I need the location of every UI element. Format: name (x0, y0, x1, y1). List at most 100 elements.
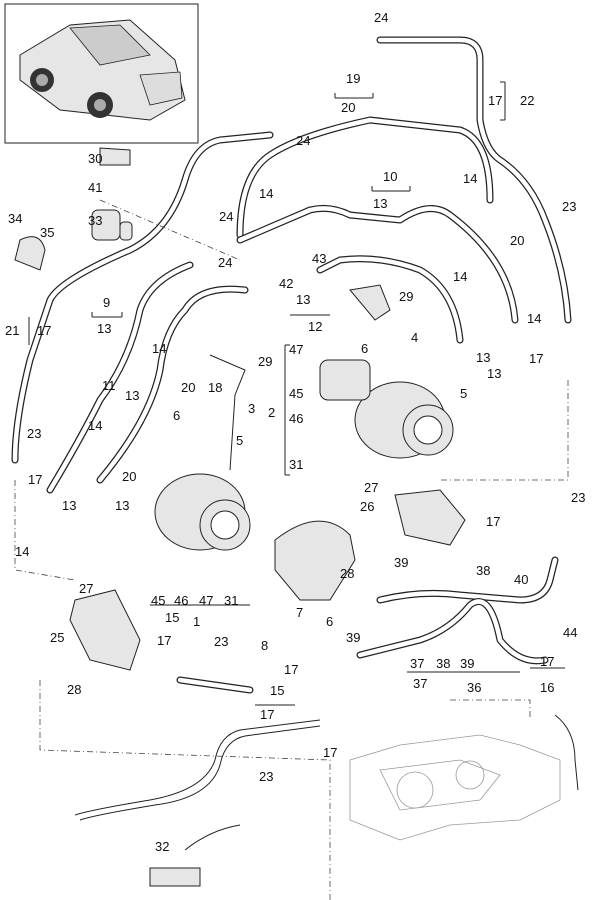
callout-47: 47 (199, 593, 213, 608)
callout-25: 25 (50, 630, 64, 645)
callout-27: 27 (79, 581, 93, 596)
callout-27: 27 (364, 480, 378, 495)
callout-22: 22 (520, 93, 534, 108)
hoses (11, 36, 579, 851)
callout-17: 17 (529, 351, 543, 366)
callout-17: 17 (260, 707, 274, 722)
callout-20: 20 (341, 100, 355, 115)
callout-5: 5 (460, 386, 467, 401)
callout-23: 23 (571, 490, 585, 505)
callout-13: 13 (487, 366, 501, 381)
callout-4: 4 (411, 330, 418, 345)
callout-45: 45 (289, 386, 303, 401)
callout-38: 38 (476, 563, 490, 578)
callout-6: 6 (173, 408, 180, 423)
callout-42: 42 (279, 276, 293, 291)
callout-17: 17 (486, 514, 500, 529)
callout-14: 14 (463, 171, 477, 186)
callout-12: 12 (308, 319, 322, 334)
callout-16: 16 (540, 680, 554, 695)
callout-13: 13 (373, 196, 387, 211)
callout-31: 31 (289, 457, 303, 472)
callout-41: 41 (88, 180, 102, 195)
callout-33: 33 (88, 213, 102, 228)
callout-24: 24 (219, 209, 233, 224)
callout-7: 7 (296, 605, 303, 620)
callout-13: 13 (62, 498, 76, 513)
callout-47: 47 (289, 342, 303, 357)
callout-18: 18 (208, 380, 222, 395)
callout-14: 14 (527, 311, 541, 326)
callout-23: 23 (259, 769, 273, 784)
callout-14: 14 (15, 544, 29, 559)
callout-14: 14 (88, 418, 102, 433)
callout-24: 24 (374, 10, 388, 25)
callout-39: 39 (460, 656, 474, 671)
callout-39: 39 (394, 555, 408, 570)
callout-44: 44 (563, 625, 577, 640)
components (14, 147, 561, 887)
callout-23: 23 (562, 199, 576, 214)
callout-6: 6 (361, 341, 368, 356)
callout-1: 1 (193, 614, 200, 629)
callout-37: 37 (413, 676, 427, 691)
callout-31: 31 (224, 593, 238, 608)
callout-26: 26 (360, 499, 374, 514)
callout-17: 17 (28, 472, 42, 487)
callout-13: 13 (296, 292, 310, 307)
callout-35: 35 (40, 225, 54, 240)
leader-lines (14, 81, 569, 900)
callout-24: 24 (296, 133, 310, 148)
callout-40: 40 (514, 572, 528, 587)
callout-30: 30 (88, 151, 102, 166)
callout-5: 5 (236, 433, 243, 448)
callout-28: 28 (340, 566, 354, 581)
callout-13: 13 (125, 388, 139, 403)
callout-17: 17 (284, 662, 298, 677)
callout-21: 21 (5, 323, 19, 338)
callout-29: 29 (258, 354, 272, 369)
callout-45: 45 (151, 593, 165, 608)
callout-34: 34 (8, 211, 22, 226)
callout-8: 8 (261, 638, 268, 653)
callout-20: 20 (510, 233, 524, 248)
callout-9: 9 (103, 295, 110, 310)
callout-28: 28 (67, 682, 81, 697)
callout-36: 36 (467, 680, 481, 695)
callout-6: 6 (326, 614, 333, 629)
callout-13: 13 (115, 498, 129, 513)
callout-20: 20 (122, 469, 136, 484)
callout-39: 39 (346, 630, 360, 645)
callout-2: 2 (268, 405, 275, 420)
callout-46: 46 (174, 593, 188, 608)
callout-17: 17 (37, 323, 51, 338)
callout-15: 15 (165, 610, 179, 625)
callout-17: 17 (488, 93, 502, 108)
callout-13: 13 (97, 321, 111, 336)
callout-29: 29 (399, 289, 413, 304)
callout-46: 46 (289, 411, 303, 426)
callout-17: 17 (157, 633, 171, 648)
callout-23: 23 (27, 426, 41, 441)
callout-13: 13 (476, 350, 490, 365)
callout-43: 43 (312, 251, 326, 266)
callout-20: 20 (181, 380, 195, 395)
callout-38: 38 (436, 656, 450, 671)
callout-24: 24 (218, 255, 232, 270)
callout-11: 11 (102, 378, 116, 393)
car-inset (4, 3, 199, 144)
callout-19: 19 (346, 71, 360, 86)
callout-14: 14 (259, 186, 273, 201)
callout-14: 14 (453, 269, 467, 284)
callout-3: 3 (248, 401, 255, 416)
callout-17: 17 (323, 745, 337, 760)
callout-32: 32 (155, 839, 169, 854)
callout-14: 14 (152, 341, 166, 356)
callout-10: 10 (383, 169, 397, 184)
callout-17: 17 (540, 654, 554, 669)
callout-37: 37 (410, 656, 424, 671)
callout-15: 15 (270, 683, 284, 698)
